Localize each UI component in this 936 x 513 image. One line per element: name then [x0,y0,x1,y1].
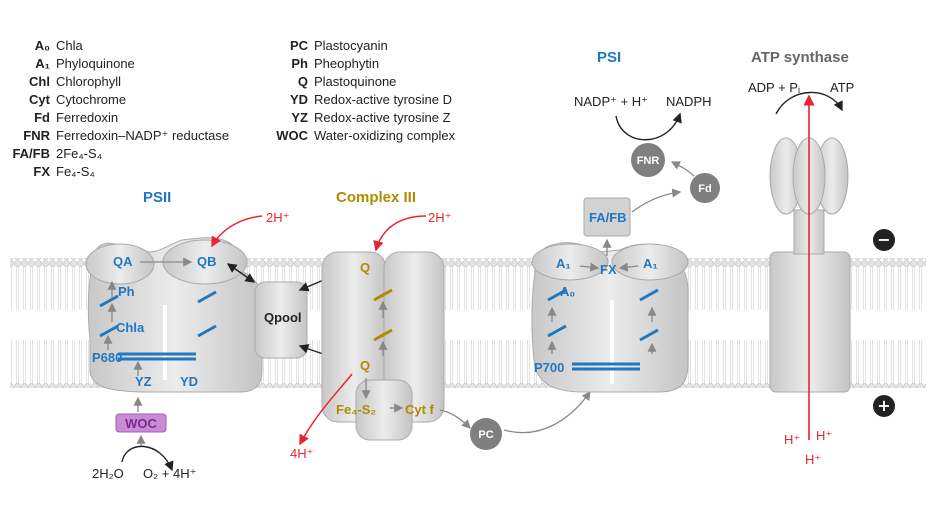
legend-abbr: Ph [291,56,308,71]
legend-desc: Redox-active tyrosine D [314,92,452,107]
complex3-protons-in-label: 2H⁺ [428,210,451,225]
legend-abbr: Q [298,74,308,89]
complex3-q-top-label: Q [360,260,370,275]
legend-abbr: Chl [29,74,50,89]
psi-complex [531,161,695,393]
legend-abbr: Cyt [29,92,51,107]
legend-desc: Redox-active tyrosine Z [314,110,451,125]
water-label: 2H₂O [92,466,124,481]
plus-sign-label: + [877,396,890,415]
complex3-q-bottom-label: Q [360,358,370,373]
fes-label: Fe₄-S₂ [336,402,376,417]
psii-ph-label: Ph [118,284,135,299]
legend-desc: Ferredoxin–NADP⁺ reductase [56,128,229,143]
atp-proton-3: H⁺ [805,452,821,467]
psi-p700-label: P700 [534,360,564,375]
psii-qb-label: QB [197,254,217,269]
nadp-label: NADP⁺ + H⁺ [574,94,648,109]
legend-desc: Cytochrome [56,92,126,107]
legend-abbr: A₀ [35,38,50,53]
psii-chla-label: Chla [116,320,145,335]
woc-label: WOC [125,416,157,431]
legend-abbr: PC [290,38,309,53]
psii-title: PSII [143,189,171,206]
fnr-label: FNR [637,155,660,167]
minus-sign-icon [873,229,895,251]
legend-abbr: FA/FB [12,146,50,161]
fafb-label: FA/FB [589,210,627,225]
legend-right: PC Plastocyanin Ph Pheophytin Q Plastoqu… [276,38,455,143]
legend-desc: Chla [56,38,84,53]
legend-desc: Pheophytin [314,56,379,71]
pc-carrier [470,418,502,450]
complex3-protons-out-label: 4H⁺ [290,446,313,461]
psii-p680-label: P680 [92,350,122,365]
legend-abbr: WOC [276,128,308,143]
psi-a1-right-label: A₁ [643,256,658,271]
legend-desc: Ferredoxin [56,110,118,125]
legend-abbr: FNR [23,128,50,143]
atp-proton-1: H⁺ [784,432,800,447]
legend-left: A₀ Chla A₁ Phyloquinone Chl Chlorophyll … [12,38,229,179]
legend-abbr: Fd [34,110,50,125]
legend-desc: Chlorophyll [56,74,121,89]
woc-box [115,413,167,433]
legend-desc: Phyloquinone [56,56,135,71]
nadph-label: NADPH [666,94,712,109]
qpool-box [254,281,308,359]
legend-desc: Fe₄-S₄ [56,164,95,179]
psii-yd-label: YD [180,374,198,389]
atp-synthase [769,91,851,440]
legend-abbr: FX [33,164,50,179]
psi-a1-left-label: A₁ [556,256,571,271]
legend-desc: Water-oxidizing complex [314,128,456,143]
pc-label: PC [478,429,493,441]
fd-carrier [690,173,720,203]
qpool-label: Qpool [264,310,302,325]
atp-label: ATP [830,80,854,95]
psi-fx-label: FX [600,262,617,277]
atp-synthase-title: ATP synthase [751,49,849,66]
fd-label: Fd [698,183,711,195]
adp-label: ADP + Pᵢ [748,80,800,95]
complex3-title: Complex III [336,189,416,206]
legend-desc: 2Fe₄-S₄ [56,146,102,161]
psii-qa-label: QA [113,254,133,269]
fnr-carrier [631,143,665,177]
cytf-label: Cyt f [405,402,435,417]
legend-abbr: A₁ [35,56,50,71]
plus-sign-icon [873,395,895,417]
minus-sign-label: − [877,230,890,249]
atp-proton-2: H⁺ [816,428,832,443]
legend-desc: Plastocyanin [314,38,388,53]
legend-desc: Plastoquinone [314,74,396,89]
psi-title: PSI [597,49,621,66]
psii-protons-label: 2H⁺ [266,210,289,225]
complex3 [321,251,445,441]
psi-a0-label: A₀ [560,284,575,299]
legend-abbr: YZ [291,110,308,125]
oxygen-products-label: O₂ + 4H⁺ [143,466,196,481]
psii-yz-label: YZ [135,374,152,389]
legend-abbr: YD [290,92,308,107]
